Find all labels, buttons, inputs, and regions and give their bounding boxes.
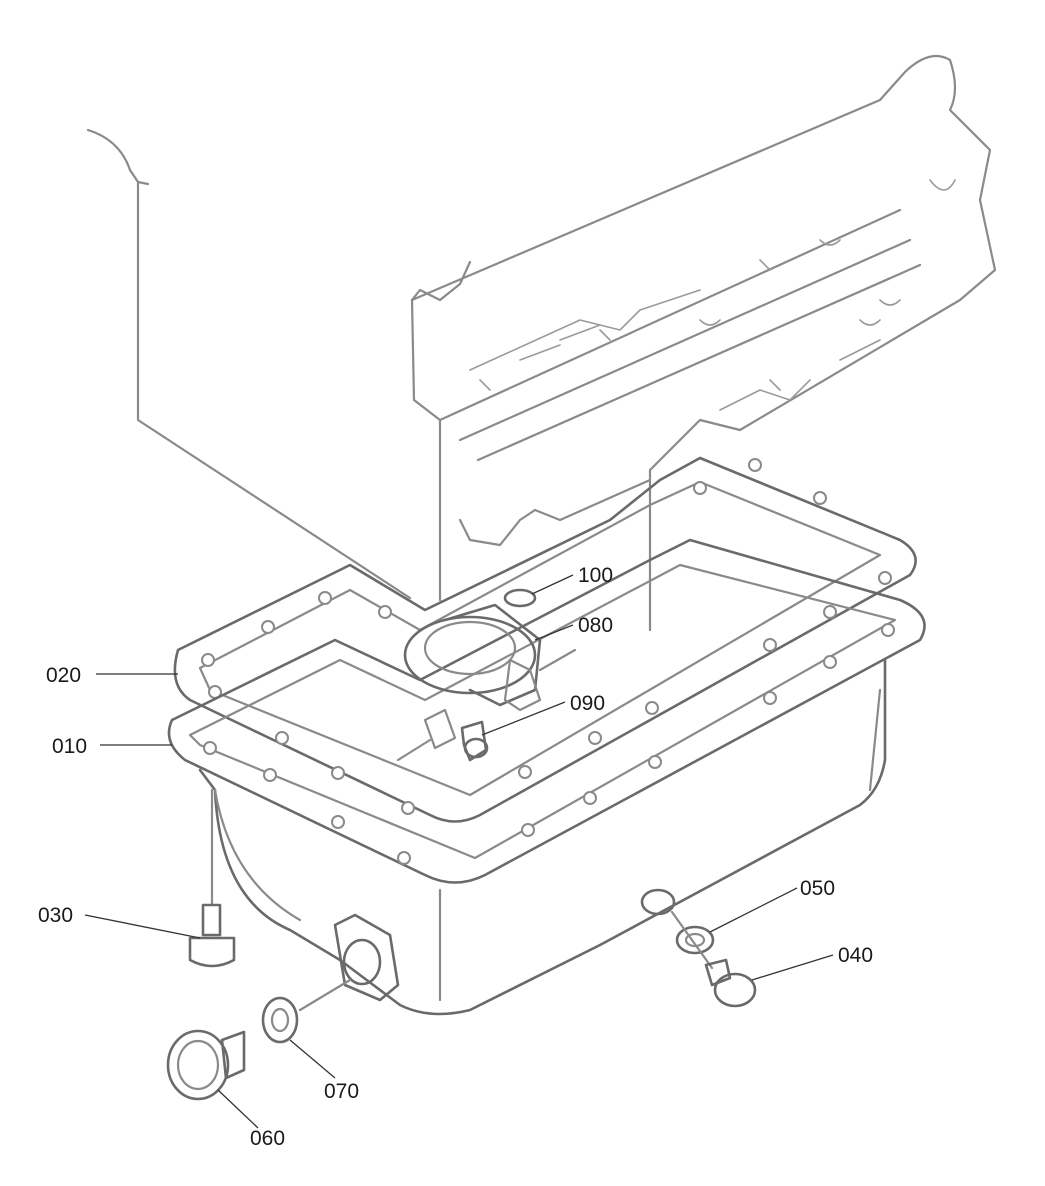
washer-050 [675, 925, 715, 955]
leader-040 [751, 954, 834, 981]
callout-080: 080 [578, 614, 613, 637]
oil-strainer-080 [396, 603, 577, 762]
oil-pan-010 [167, 538, 926, 1016]
leader-080 [534, 624, 574, 641]
callout-040: 040 [838, 944, 873, 967]
callout-050: 050 [800, 877, 835, 900]
callout-labels: 020 010 100 080 090 030 050 040 070 060 [38, 564, 873, 1150]
leader-lines [84, 574, 834, 1129]
leader-030 [84, 914, 201, 939]
leader-070 [289, 1039, 336, 1079]
drain-plug-060 [166, 1029, 246, 1101]
leader-050 [709, 887, 798, 933]
o-ring-100 [503, 588, 537, 608]
leader-060 [217, 1089, 259, 1129]
bolt-030 [188, 788, 236, 968]
callout-100: 100 [578, 564, 613, 587]
bolt-090 [460, 720, 489, 762]
leader-090 [481, 701, 566, 736]
callout-030: 030 [38, 904, 73, 927]
washer-070 [261, 978, 352, 1044]
callout-020: 020 [46, 664, 81, 687]
drain-plug-040 [670, 910, 757, 1008]
callout-070: 070 [324, 1080, 359, 1103]
callout-010: 010 [52, 735, 87, 758]
callout-060: 060 [250, 1127, 285, 1150]
leader-100 [531, 574, 574, 595]
gasket-020 [173, 456, 917, 823]
engine-block-outline [86, 54, 997, 632]
callout-090: 090 [570, 692, 605, 715]
